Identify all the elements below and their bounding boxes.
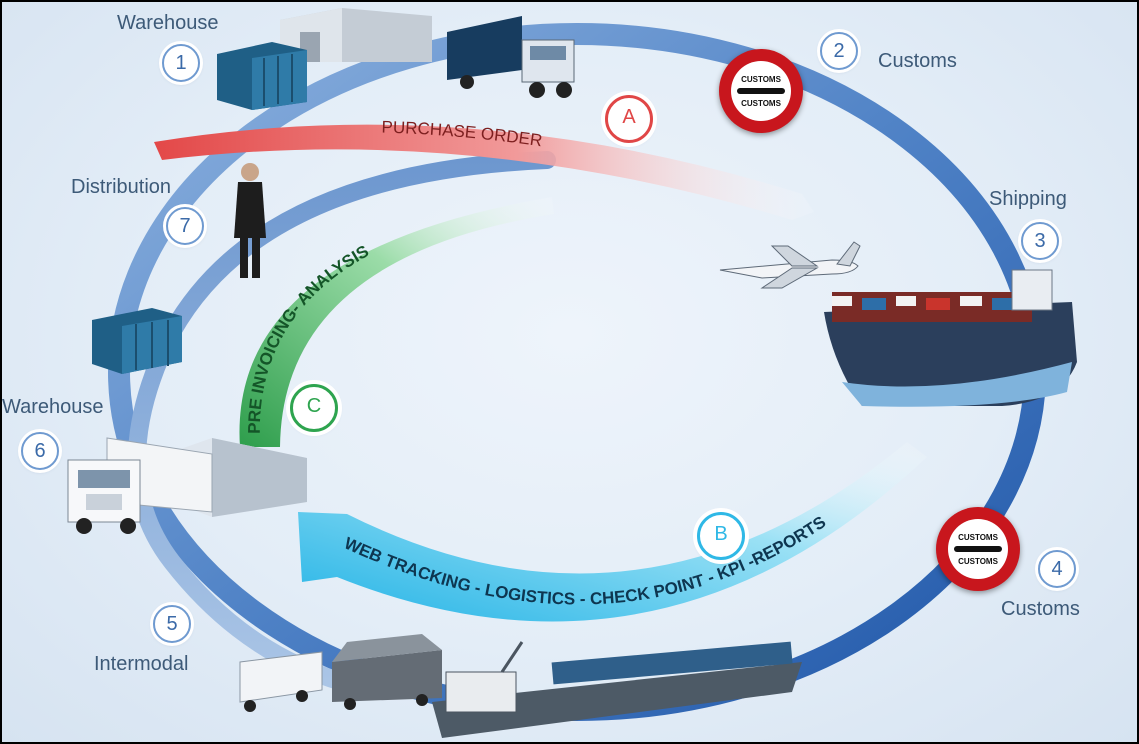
- flow-badge-b: B: [697, 512, 745, 560]
- stage-number-2: 2: [820, 32, 858, 70]
- customs-sign-bottom-text: CUSTOMS: [741, 99, 781, 108]
- barge-icon: [432, 641, 802, 738]
- stage-label-shipping-3: Shipping: [989, 188, 1067, 210]
- flow-badge-c: C: [290, 384, 338, 432]
- pre-invoicing-arrow: [239, 197, 554, 447]
- inner-cycle-ring: [128, 151, 556, 691]
- stage-number-4: 4: [1038, 550, 1076, 588]
- stage-number-7: 7: [166, 207, 204, 245]
- cargo-ship-icon: [824, 269, 1077, 407]
- stage-number-6: 6: [21, 432, 59, 470]
- stage-label-warehouse-6: Warehouse: [2, 396, 104, 418]
- shipping-container-icon: [92, 308, 182, 374]
- customs-sign-bar: [737, 88, 785, 94]
- stage-label-customs-2: Customs: [878, 50, 957, 72]
- stage-number-3: 3: [1021, 222, 1059, 260]
- stage-number-1: 1: [162, 44, 200, 82]
- stage-label-warehouse-1: Warehouse: [117, 12, 219, 34]
- customs-sign-top-text: CUSTOMS: [958, 533, 998, 542]
- airplane-icon: [719, 241, 861, 289]
- train-locomotive-icon: [332, 634, 442, 710]
- stage-number-5: 5: [153, 605, 191, 643]
- stage-label-intermodal-5: Intermodal: [94, 653, 189, 675]
- businessman-icon: [234, 163, 266, 278]
- web-tracking-arrow: [298, 442, 927, 622]
- customs-sign-bottom-text: CUSTOMS: [958, 557, 998, 566]
- purchase-order-arrow: [154, 124, 814, 220]
- truck-icon: [239, 651, 323, 712]
- stage-label-distribution-7: Distribution: [71, 176, 172, 198]
- truck-icon: [67, 437, 213, 534]
- customs-sign-icon: CUSTOMS CUSTOMS: [719, 49, 803, 133]
- stage-label-customs-4: Customs: [1001, 598, 1080, 620]
- shipping-container-icon: [217, 42, 307, 110]
- customs-sign-bar: [954, 546, 1002, 552]
- customs-sign-icon: CUSTOMS CUSTOMS: [936, 507, 1020, 591]
- truck-icon: [447, 16, 575, 98]
- flow-badge-a: A: [605, 95, 653, 143]
- customs-sign-top-text: CUSTOMS: [741, 75, 781, 84]
